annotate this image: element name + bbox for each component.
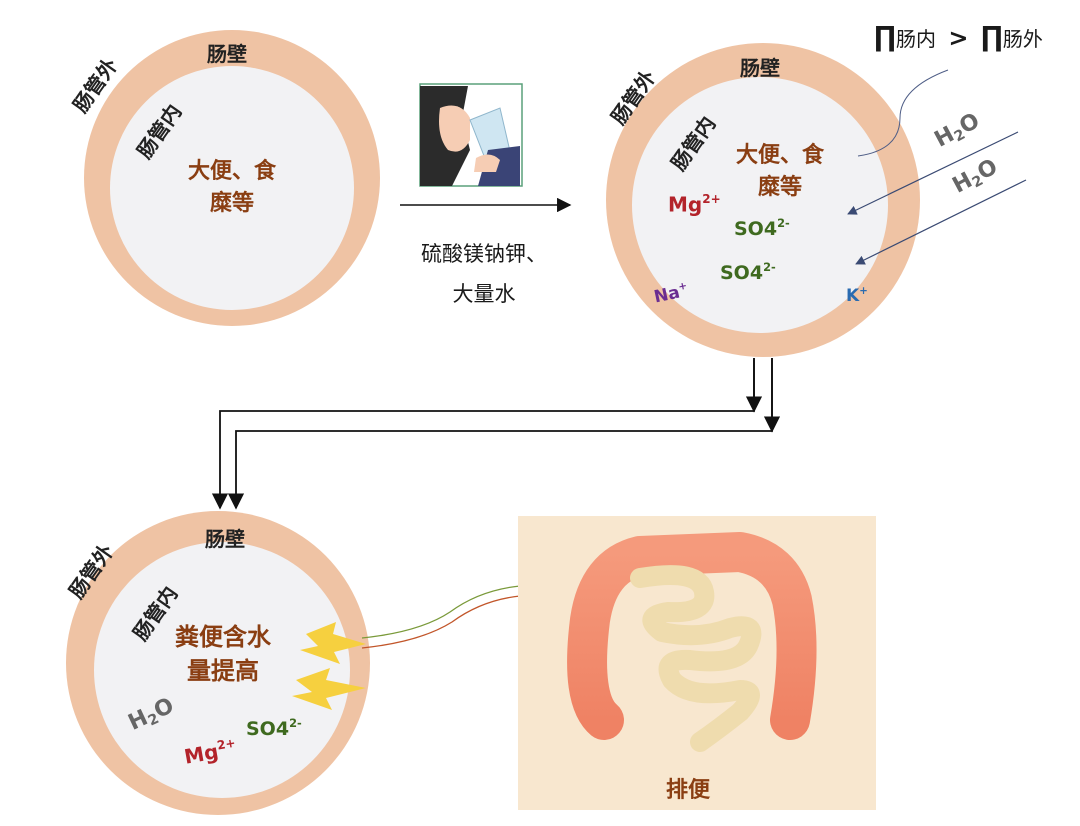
greater-than-sign: >: [948, 24, 969, 52]
defecation-label: 排便: [666, 778, 711, 803]
intestine-lumen-2: [632, 77, 888, 333]
pi-symbol: ∏: [874, 20, 897, 53]
panel-connector-line: [361, 585, 521, 639]
flow-connector: [211, 358, 781, 510]
colon-icon: [567, 532, 817, 740]
wall-label-1: 肠壁: [207, 42, 247, 66]
intestine-circle-1: [84, 30, 380, 326]
contents-line-2: 糜等: [757, 175, 802, 200]
intestine-circle-3: [66, 511, 370, 815]
potassium-ion-label: K+: [846, 286, 868, 307]
magnesium-ion-label: Mg2+: [668, 192, 721, 217]
result-line-1: 粪便含水: [175, 623, 271, 651]
panel-connector-line: [361, 595, 521, 649]
water-influx-arrow-1: [847, 131, 1019, 215]
osmotic-pressure-label: ∏肠内 > ∏肠外: [874, 20, 1043, 53]
transfer-label-line-2: 大量水: [452, 282, 516, 306]
contents-line-1: 大便、食: [187, 159, 276, 184]
intestine-circle-2: [606, 43, 920, 357]
transfer-label: 硫酸镁钠钾、 大量水: [404, 234, 564, 314]
result-line-2: 量提高: [187, 657, 259, 685]
water-influx-arrow-2: [855, 179, 1027, 265]
result-label: 粪便含水 量提高: [148, 620, 298, 688]
small-intestine-icon: [630, 565, 762, 752]
contents-line-2: 糜等: [209, 191, 254, 216]
intestine-lumen-3: [94, 542, 350, 798]
contents-line-1: 大便、食: [735, 143, 824, 168]
sulfate-ion-label: SO42-: [246, 716, 302, 740]
pressure-pointer-line: [857, 69, 949, 157]
intestine-lumen-1: [110, 66, 354, 310]
colon-panel: [518, 516, 876, 810]
wall-label-3: 肠壁: [205, 527, 245, 551]
pressure-inside-text: 肠内: [896, 27, 937, 51]
person-drinking-icon: [419, 83, 523, 187]
pressure-outside-text: 肠外: [1002, 27, 1043, 51]
lightning-bolt-icon: [300, 622, 366, 664]
wall-label-2: 肠壁: [740, 56, 780, 80]
contents-label-1: 大便、食 糜等: [172, 156, 292, 220]
contents-label-2: 大便、食 糜等: [720, 140, 840, 204]
sulfate-ion-label: SO42-: [720, 260, 776, 284]
lightning-bolt-icon: [292, 668, 366, 710]
pi-symbol: ∏: [980, 20, 1003, 53]
transfer-label-line-1: 硫酸镁钠钾、: [421, 242, 547, 266]
sulfate-ion-label: SO42-: [734, 216, 790, 240]
